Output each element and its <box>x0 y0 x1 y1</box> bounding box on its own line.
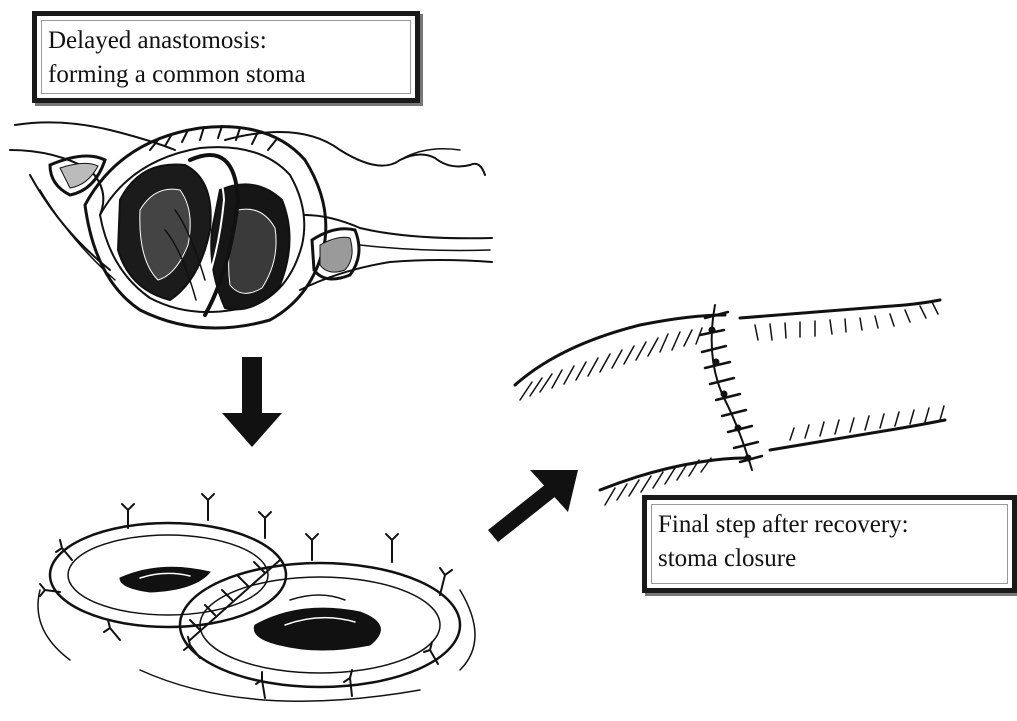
label-stoma-closure-line2: stoma closure <box>658 542 1001 576</box>
label-stoma-closure-line1: Final step after recovery: <box>658 508 1001 542</box>
label-delayed-anastomosis: Delayed anastomosis: forming a common st… <box>32 11 420 103</box>
label-stoma-closure-text: Final step after recovery: stoma closure <box>651 504 1008 584</box>
label-stoma-closure: Final step after recovery: stoma closure <box>642 495 1017 593</box>
closed-bowel-illustration <box>515 300 945 505</box>
down-arrow-icon <box>222 357 282 447</box>
label-delayed-anastomosis-line1: Delayed anastomosis: <box>48 24 404 58</box>
up-right-arrow-icon <box>488 470 578 542</box>
label-delayed-anastomosis-text: Delayed anastomosis: forming a common st… <box>41 20 411 94</box>
stoma-illustration <box>38 494 475 701</box>
anastomosis-illustration <box>10 122 492 328</box>
label-delayed-anastomosis-line2: forming a common stoma <box>48 58 404 92</box>
